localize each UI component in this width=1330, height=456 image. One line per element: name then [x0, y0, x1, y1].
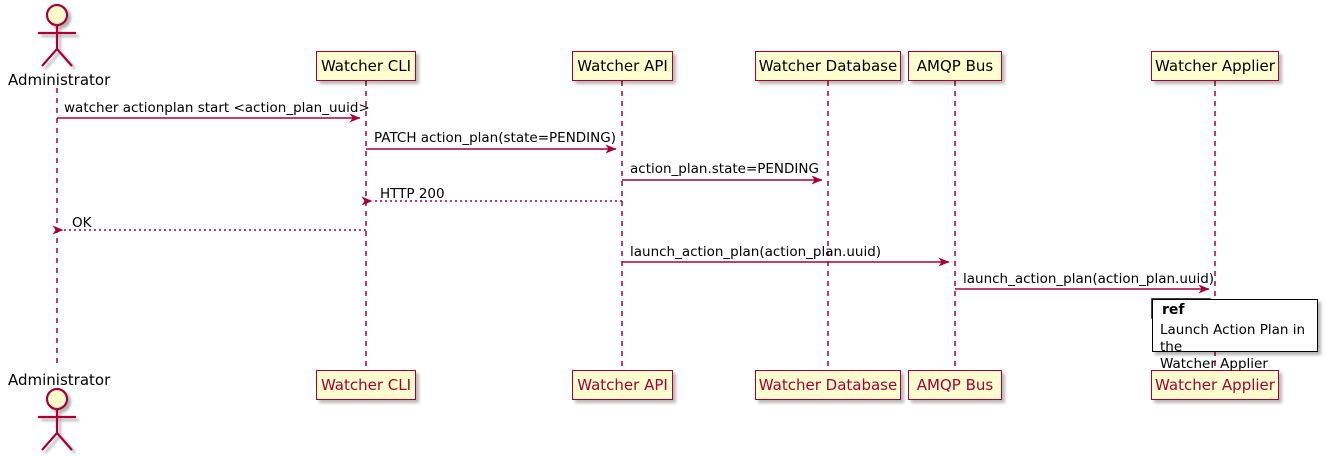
participant-label: Watcher CLI [320, 375, 412, 394]
message-arrows [52, 113, 1210, 294]
participant-box-amqp-bus-top[interactable]: AMQP Bus [908, 51, 1002, 81]
participant-label: Watcher API [577, 56, 668, 75]
actor-administrator-bottom [38, 387, 76, 451]
participant-label: Watcher Database [758, 375, 898, 394]
participant-box-watcher-database-top[interactable]: Watcher Database [755, 51, 901, 81]
participant-box-watcher-api-top[interactable]: Watcher API [572, 51, 673, 81]
ref-keyword-label: ref [1162, 301, 1185, 318]
message-label-1: watcher actionplan start <action_plan_uu… [64, 100, 370, 116]
participant-box-watcher-database-bottom[interactable]: Watcher Database [755, 370, 901, 400]
actor-label-administrator-bottom: Administrator [8, 371, 111, 389]
participant-label: Watcher Database [758, 56, 898, 75]
message-label-6: launch_action_plan(action_plan.uuid) [630, 244, 882, 260]
participant-box-watcher-cli-top[interactable]: Watcher CLI [316, 51, 416, 81]
participant-box-watcher-applier-top[interactable]: Watcher Applier [1151, 51, 1279, 81]
participant-label: Watcher Applier [1155, 375, 1275, 394]
participant-label: Watcher API [577, 375, 668, 394]
participant-label: AMQP Bus [916, 375, 994, 394]
actor-administrator-top [38, 3, 76, 67]
participant-box-watcher-applier-bottom[interactable]: Watcher Applier [1151, 370, 1279, 400]
participant-label: Watcher Applier [1155, 56, 1275, 75]
participant-box-watcher-api-bottom[interactable]: Watcher API [572, 370, 673, 400]
lifelines [56, 81, 1216, 370]
ref-fragment-keyword-tab: ref [1153, 300, 1211, 319]
actor-label-administrator-top: Administrator [8, 71, 111, 89]
participant-box-amqp-bus-bottom[interactable]: AMQP Bus [908, 370, 1002, 400]
ref-fragment[interactable]: ref Launch Action Plan in the Watcher Ap… [1152, 299, 1318, 372]
message-label-7: launch_action_plan(action_plan.uuid) [963, 271, 1215, 287]
message-label-5: OK [72, 215, 92, 231]
ref-fragment-text: Launch Action Plan in the Watcher Applie… [1160, 322, 1306, 372]
participant-label: Watcher CLI [320, 56, 412, 75]
message-label-3: action_plan.state=PENDING [630, 161, 819, 177]
message-label-4: HTTP 200 [380, 186, 445, 202]
participant-label: AMQP Bus [916, 56, 994, 75]
message-label-2: PATCH action_plan(state=PENDING) [374, 130, 616, 146]
participant-box-watcher-cli-bottom[interactable]: Watcher CLI [316, 370, 416, 400]
